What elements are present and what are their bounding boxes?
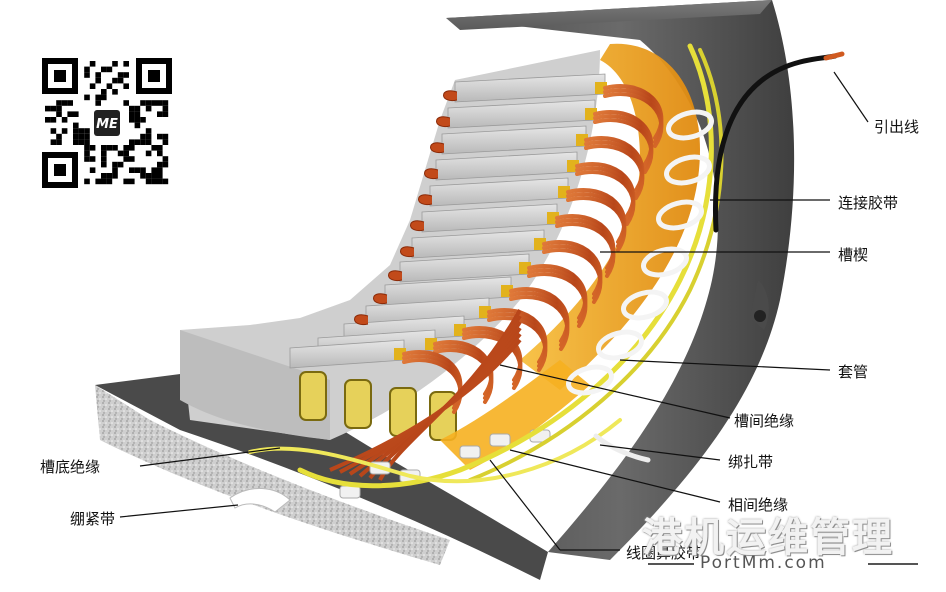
copper-coil-strand — [487, 316, 548, 372]
label-sleeve: 套管 — [838, 363, 869, 381]
watermark-brand: 港机运维管理 — [642, 515, 894, 561]
lead-wire — [713, 51, 845, 233]
label-slot-wedge: 槽楔 — [838, 246, 869, 264]
copper-coil-strand — [433, 348, 494, 404]
connecting-sleeve — [593, 433, 651, 463]
coil-nose-tape — [339, 485, 361, 499]
coil-end-left — [410, 220, 425, 232]
copper-coil-strand — [542, 248, 603, 304]
binding-tape-loops — [566, 109, 714, 396]
copper-coil-strand — [584, 144, 645, 200]
stator-teeth — [289, 73, 607, 441]
label-coil-nose-tape: 线圈鼻胶带 — [626, 544, 702, 562]
coil-end-left — [388, 270, 403, 282]
copper-windings — [329, 84, 664, 499]
qr-code: ME — [40, 56, 174, 190]
slot-opening — [299, 371, 327, 421]
coil-end-left — [354, 314, 369, 326]
binding-tape-loop — [656, 199, 704, 231]
label-slot-bottom-insulation: 槽底绝缘 — [40, 458, 101, 476]
coil-nose-tape — [459, 445, 481, 459]
insulation-sheets — [440, 43, 700, 470]
slot-opening — [344, 379, 372, 429]
copper-coil-strand — [603, 92, 664, 148]
coil-nose-tape — [489, 433, 511, 447]
binding-tape-loop — [664, 154, 712, 186]
qr-logo-text: ME — [96, 117, 118, 132]
label-binding-tape: 绑扎带 — [728, 453, 774, 471]
copper-coil-strand — [509, 295, 570, 351]
copper-coil-strand — [566, 196, 627, 252]
binding-tape-loop — [596, 329, 644, 361]
coil-end-left — [436, 116, 451, 128]
watermark-line-right — [868, 563, 918, 565]
watermark-site: PortMm.com — [700, 553, 827, 573]
leader-lines — [119, 71, 869, 551]
label-lead-wire: 引出线 — [874, 118, 920, 136]
copper-coil-strand — [527, 272, 588, 328]
binding-tape-loop — [621, 289, 669, 321]
watermark-line-left — [648, 563, 694, 565]
tightening-band-shape — [95, 385, 450, 565]
label-tightening-band: 绷紧带 — [70, 510, 116, 528]
coil-end-left — [424, 168, 439, 180]
binding-tape-loop — [666, 109, 714, 141]
label-connecting-tape: 连接胶带 — [838, 194, 899, 212]
coil-end-left — [443, 90, 458, 102]
binding-tape-loop — [641, 246, 689, 278]
coil-end-left — [400, 246, 415, 258]
coil-end-left — [373, 293, 388, 305]
label-phase-insulation: 相间绝缘 — [728, 496, 789, 514]
binding-tape-loop — [566, 364, 614, 396]
copper-coil-strand — [555, 222, 616, 278]
label-inter-slot-insulation: 槽间绝缘 — [734, 412, 795, 430]
copper-coil-strand — [402, 358, 463, 414]
coil-end-left — [430, 142, 445, 154]
copper-coil-strand — [593, 118, 654, 174]
copper-coil-strand — [575, 170, 636, 226]
coil-end-left — [418, 194, 433, 206]
